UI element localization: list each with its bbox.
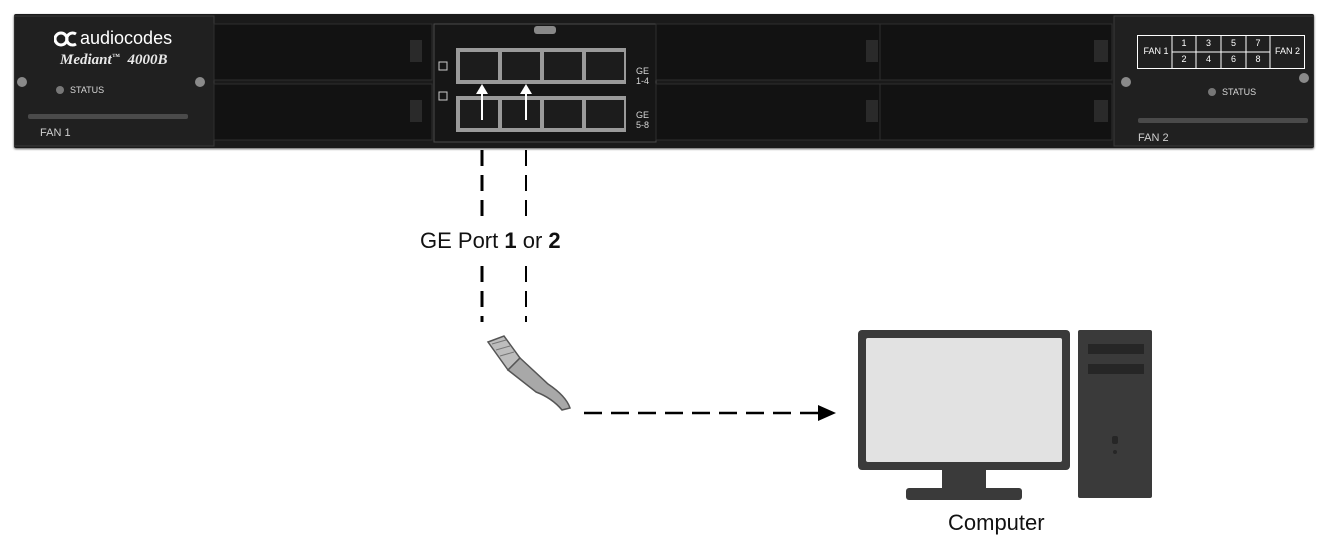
tower-led	[1113, 450, 1117, 454]
tower-case	[1078, 330, 1152, 498]
trademark-mark: ™	[111, 52, 120, 61]
slot-1-latch	[410, 40, 422, 62]
fan-map-cell: 4	[1205, 54, 1211, 64]
model-word: Mediant	[60, 52, 112, 68]
slot-2-latch	[410, 100, 422, 122]
fan-map-table: FAN 1 FAN 2 1 3 5 7 2 4 6 8	[1137, 35, 1305, 69]
model-number: 4000B	[127, 52, 168, 68]
right-screw-icon-2	[1299, 73, 1309, 83]
slot-3-latch	[866, 40, 878, 62]
fan-map-cell: 5	[1230, 38, 1236, 48]
tower-drive-2	[1088, 364, 1144, 374]
device-chassis	[13, 14, 1315, 148]
port-2-arrow-icon	[520, 84, 532, 120]
fan-map-cell: 8	[1255, 54, 1261, 64]
computer-label: Computer	[948, 510, 1045, 535]
slot-2	[213, 83, 433, 141]
usb-port-icon	[534, 26, 556, 34]
slot-4-latch	[866, 100, 878, 122]
ports-top-label: GE 1-4	[636, 66, 650, 86]
tower-button	[1112, 436, 1118, 444]
left-screw-icon-2	[195, 77, 205, 87]
slot-4	[655, 83, 881, 141]
fan-map-fan2: FAN 2	[1274, 46, 1300, 56]
fan-map-cell: 3	[1205, 38, 1211, 48]
caption-port-2: 2	[548, 228, 561, 253]
slot-6	[879, 83, 1113, 141]
ports-bottom-label: GE 5-8	[636, 110, 650, 130]
right-fan-module	[1113, 15, 1315, 147]
slot-6-latch	[1094, 100, 1108, 122]
caption-port-1: 1	[504, 228, 517, 253]
slot-5	[879, 23, 1113, 81]
fan-map-fan1: FAN 1	[1143, 46, 1169, 56]
slot-1	[213, 23, 433, 81]
right-fan-label: FAN 2	[1138, 132, 1169, 144]
caption-middle: or	[516, 228, 549, 253]
fan-map-grid	[1171, 36, 1271, 68]
right-status-led-icon	[1208, 88, 1216, 96]
monitor-neck	[942, 470, 986, 492]
port-1-arrow-icon	[476, 84, 488, 120]
monitor-screen	[866, 338, 1062, 462]
left-status-led-icon	[56, 86, 64, 94]
right-fan-handle	[1138, 118, 1308, 123]
ethernet-plug-icon	[486, 335, 571, 411]
left-screw-icon	[17, 77, 27, 87]
ports-top-row	[456, 48, 626, 84]
fan-map-cell: 7	[1255, 38, 1261, 48]
monitor-base	[906, 488, 1022, 500]
ports-bottom-row	[456, 96, 626, 132]
left-fan-handle	[28, 114, 188, 119]
left-fan-module	[13, 15, 215, 147]
chassis-graphic	[13, 15, 1315, 147]
right-screw-icon	[1121, 77, 1131, 87]
arrow-head-icon	[818, 405, 836, 421]
fan-map-cell: 1	[1181, 38, 1187, 48]
card-indicator-icon-2	[438, 91, 448, 101]
computer-icon	[858, 330, 1152, 500]
left-status-label: STATUS	[70, 85, 105, 95]
brand-name: audiocodes	[80, 28, 173, 48]
tower-drive-1	[1088, 344, 1144, 354]
fan-map-cell: 2	[1181, 54, 1187, 64]
caption-prefix: GE Port	[420, 228, 505, 253]
port-caption: GE Port 1 or 2	[420, 228, 561, 254]
fan-map-cell: 6	[1230, 54, 1236, 64]
model-name: Mediant™ 4000B	[60, 52, 167, 69]
right-status-label: STATUS	[1222, 87, 1257, 97]
slot-5-latch	[1094, 40, 1108, 62]
card-indicator-icon	[438, 61, 448, 71]
audiocodes-logo-icon	[54, 31, 77, 47]
left-fan-label: FAN 1	[40, 127, 71, 139]
